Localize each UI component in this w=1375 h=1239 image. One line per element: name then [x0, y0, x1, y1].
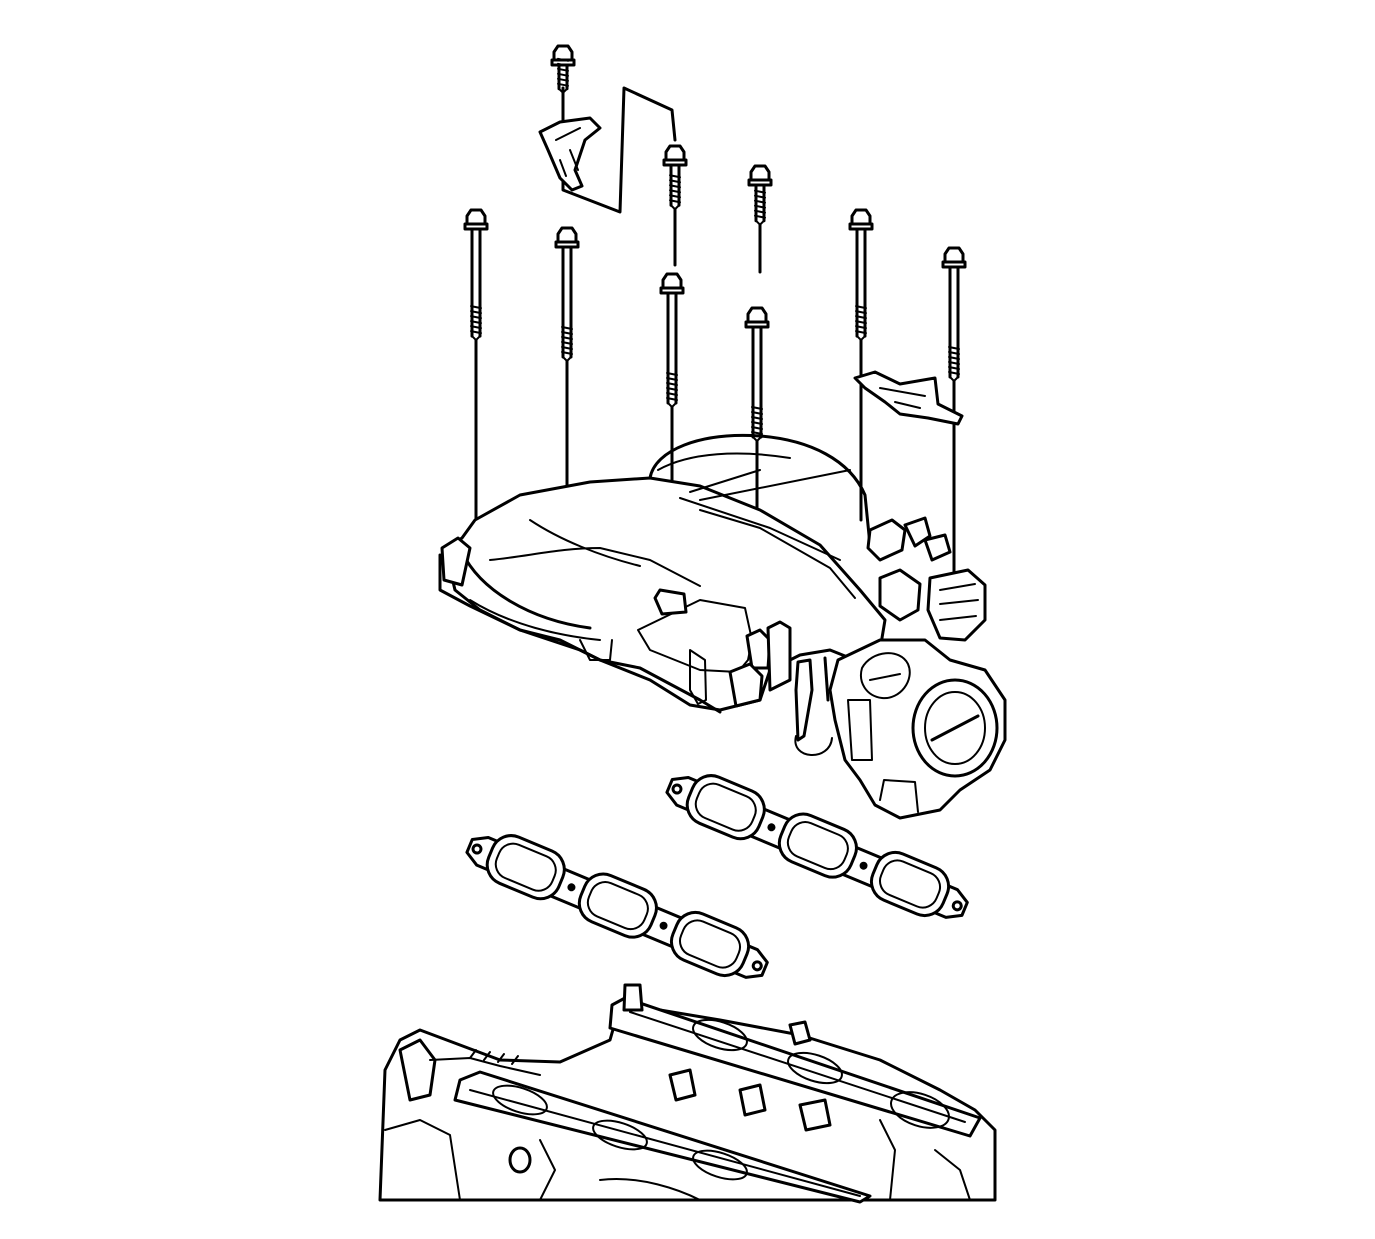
sensor-connector-cluster [866, 516, 987, 642]
gasket-set [465, 774, 969, 979]
bolt-5 [747, 164, 773, 274]
harness-bracket-group [538, 86, 677, 214]
gasket-port [669, 910, 751, 978]
throttle-body [828, 638, 1007, 820]
engine-block [378, 983, 997, 1204]
gasket-port [869, 850, 951, 918]
bolt-8 [662, 144, 688, 267]
bolt-6 [848, 208, 874, 522]
lower-gasket [465, 834, 769, 979]
wire-clip-bracket [853, 370, 964, 426]
gasket-port [777, 812, 858, 879]
intake-manifold [438, 433, 887, 756]
bolt-1 [463, 208, 489, 522]
gasket-port [685, 774, 766, 841]
upper-gasket [665, 774, 969, 919]
bolt-9 [550, 44, 576, 120]
gasket-port [577, 872, 658, 939]
gasket-port [485, 834, 566, 901]
